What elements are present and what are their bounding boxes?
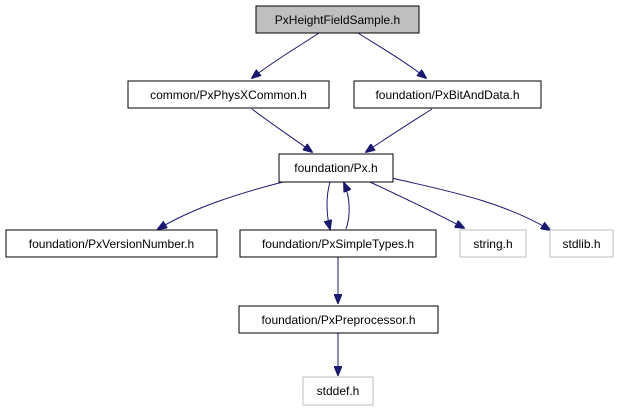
node-label: foundation/PxSimpleTypes.h [262, 237, 414, 251]
edge-bitdata-to-px [366, 108, 433, 152]
node-box [255, 5, 420, 34]
node-foundation-pxpreprocessor-h[interactable]: foundation/PxPreprocessor.h [238, 305, 439, 334]
node-box [5, 229, 218, 258]
node-foundation-pxbitanddata-h[interactable]: foundation/PxBitAndData.h [353, 80, 542, 109]
edge-px-to-version [158, 181, 284, 229]
node-label: string.h [473, 237, 512, 251]
node-label: stdlib.h [562, 237, 600, 251]
node-box [239, 229, 437, 258]
node-foundation-pxversionnumber-h[interactable]: foundation/PxVersionNumber.h [5, 229, 218, 258]
edge-common-to-px [251, 108, 312, 152]
node-label: foundation/PxPreprocessor.h [261, 313, 415, 327]
node-label: foundation/Px.h [294, 161, 377, 175]
edge-px-to-stdlib [391, 177, 550, 230]
node-foundation-pxsimpletypes-h[interactable]: foundation/PxSimpleTypes.h [239, 229, 437, 258]
node-box [302, 376, 374, 406]
node-box [459, 229, 527, 258]
file-nodes: PxHeightFieldSample.h common/PxPhysXComm… [5, 5, 614, 406]
node-box [549, 229, 614, 258]
node-label: common/PxPhysXCommon.h [150, 88, 307, 102]
node-label: PxHeightFieldSample.h [275, 13, 400, 27]
edge-px-to-string [369, 181, 464, 228]
node-box [278, 153, 394, 183]
node-stddef-h[interactable]: stddef.h [302, 376, 374, 406]
node-box [353, 80, 542, 109]
edge-px-to-simple [327, 181, 330, 229]
node-label: foundation/PxVersionNumber.h [29, 237, 194, 251]
node-label: stddef.h [317, 384, 360, 398]
node-pxheightfieldsample-h[interactable]: PxHeightFieldSample.h [255, 5, 420, 34]
edge-simple-to-px [344, 183, 349, 230]
node-stdlib-h[interactable]: stdlib.h [549, 229, 614, 258]
node-string-h[interactable]: string.h [459, 229, 527, 258]
node-box [238, 305, 439, 334]
node-box [127, 80, 330, 109]
edge-root-to-bitdata [357, 32, 426, 78]
node-label: foundation/PxBitAndData.h [375, 88, 519, 102]
node-foundation-px-h[interactable]: foundation/Px.h [278, 153, 394, 183]
dependency-edges [158, 32, 550, 375]
edge-root-to-common [252, 32, 320, 78]
node-common-pxphysxcommon-h[interactable]: common/PxPhysXCommon.h [127, 80, 330, 109]
